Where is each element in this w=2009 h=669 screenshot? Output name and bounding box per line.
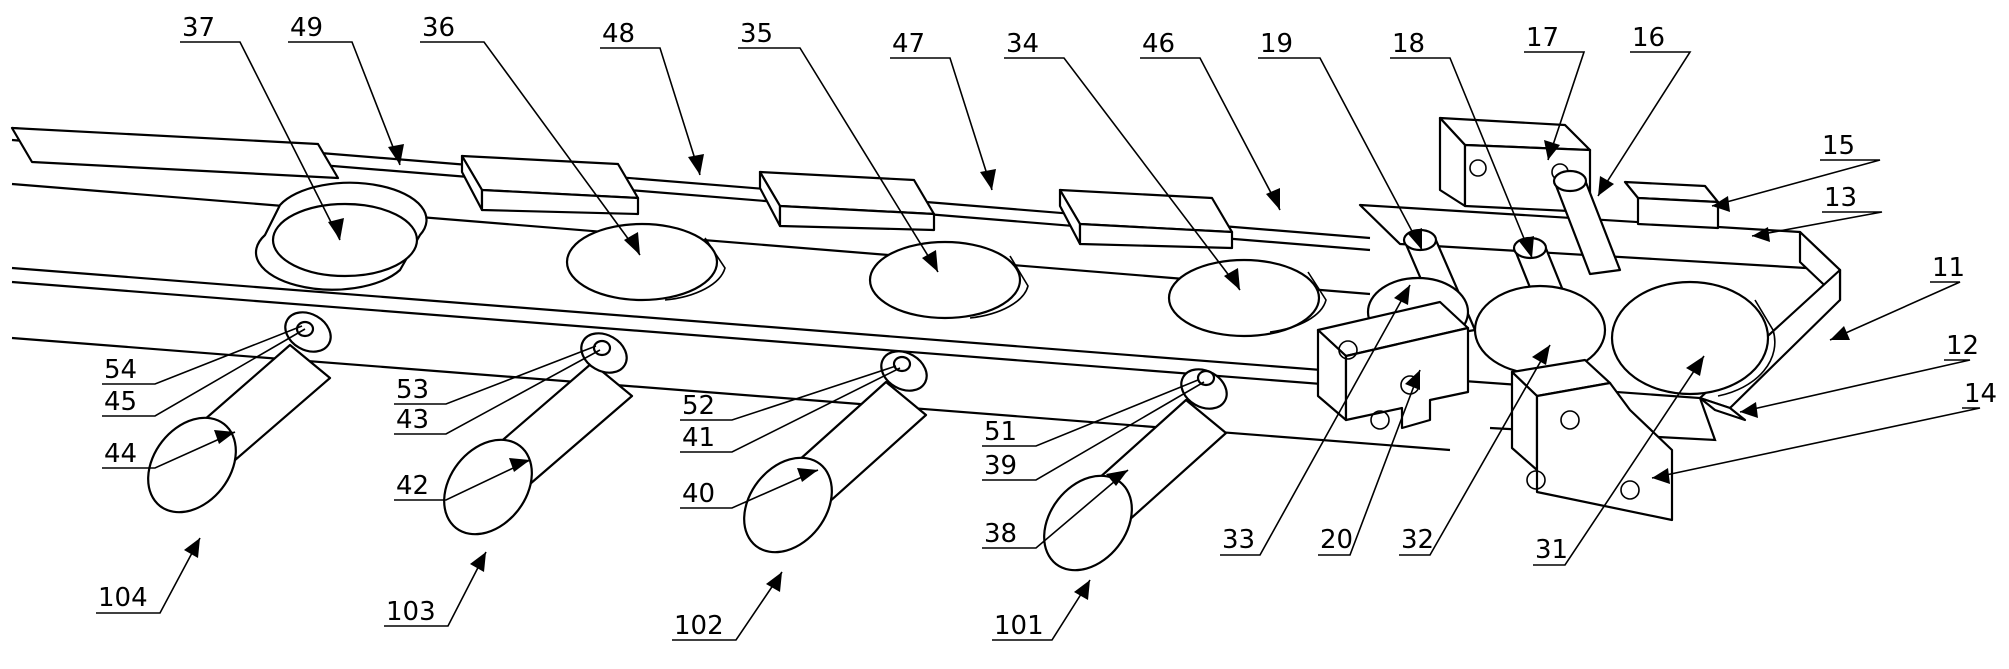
guide-block-48 [460,154,640,216]
label-20: 20 [1320,525,1353,555]
label-18: 18 [1392,29,1425,59]
label-41: 41 [682,423,715,453]
label-35: 35 [740,19,773,49]
label-37: 37 [182,13,215,43]
label-32: 32 [1401,525,1434,555]
label-16: 16 [1632,23,1665,53]
rod-16 [1552,169,1622,276]
disc-35 [868,240,1029,320]
label-42: 42 [396,471,429,501]
label-14: 14 [1964,379,1997,409]
label-103: 103 [386,597,436,627]
guide-block-47 [758,170,936,232]
label-15: 15 [1822,131,1855,161]
label-11: 11 [1932,253,1965,283]
sensor-103 [443,332,634,536]
label-51: 51 [984,417,1017,447]
disc-37 [254,181,428,291]
label-101: 101 [994,611,1044,641]
label-19: 19 [1260,29,1293,59]
disc-34 [1167,258,1327,338]
sensor-101 [1043,368,1228,572]
guide-block-46 [1058,188,1234,250]
label-31: 31 [1535,535,1568,565]
leaders [96,41,1981,641]
label-13: 13 [1824,183,1857,213]
block-15 [1623,180,1720,230]
label-102: 102 [674,611,724,641]
label-40: 40 [682,479,715,509]
label-39: 39 [984,451,1017,481]
guide-block-49 [10,126,340,180]
label-49: 49 [290,13,323,43]
label-36: 36 [422,13,455,43]
label-44: 44 [104,439,137,469]
label-53: 53 [396,375,429,405]
sensor-102 [743,350,928,554]
label-38: 38 [984,519,1017,549]
label-52: 52 [682,391,715,421]
label-45: 45 [104,387,137,417]
label-54: 54 [104,355,137,385]
label-48: 48 [602,19,635,49]
disc-36 [565,222,726,302]
label-47: 47 [892,29,925,59]
sensor-104 [147,311,332,514]
label-104: 104 [98,583,148,613]
disc-31 [1610,280,1776,397]
label-34: 34 [1006,29,1039,59]
label-46: 46 [1142,29,1175,59]
label-17: 17 [1526,23,1559,53]
labels: 37 49 36 48 35 47 34 46 19 18 17 16 15 1… [98,13,1997,641]
label-43: 43 [396,405,429,435]
clamp-block-14 [1510,358,1674,522]
label-33: 33 [1222,525,1255,555]
label-12: 12 [1946,331,1979,361]
